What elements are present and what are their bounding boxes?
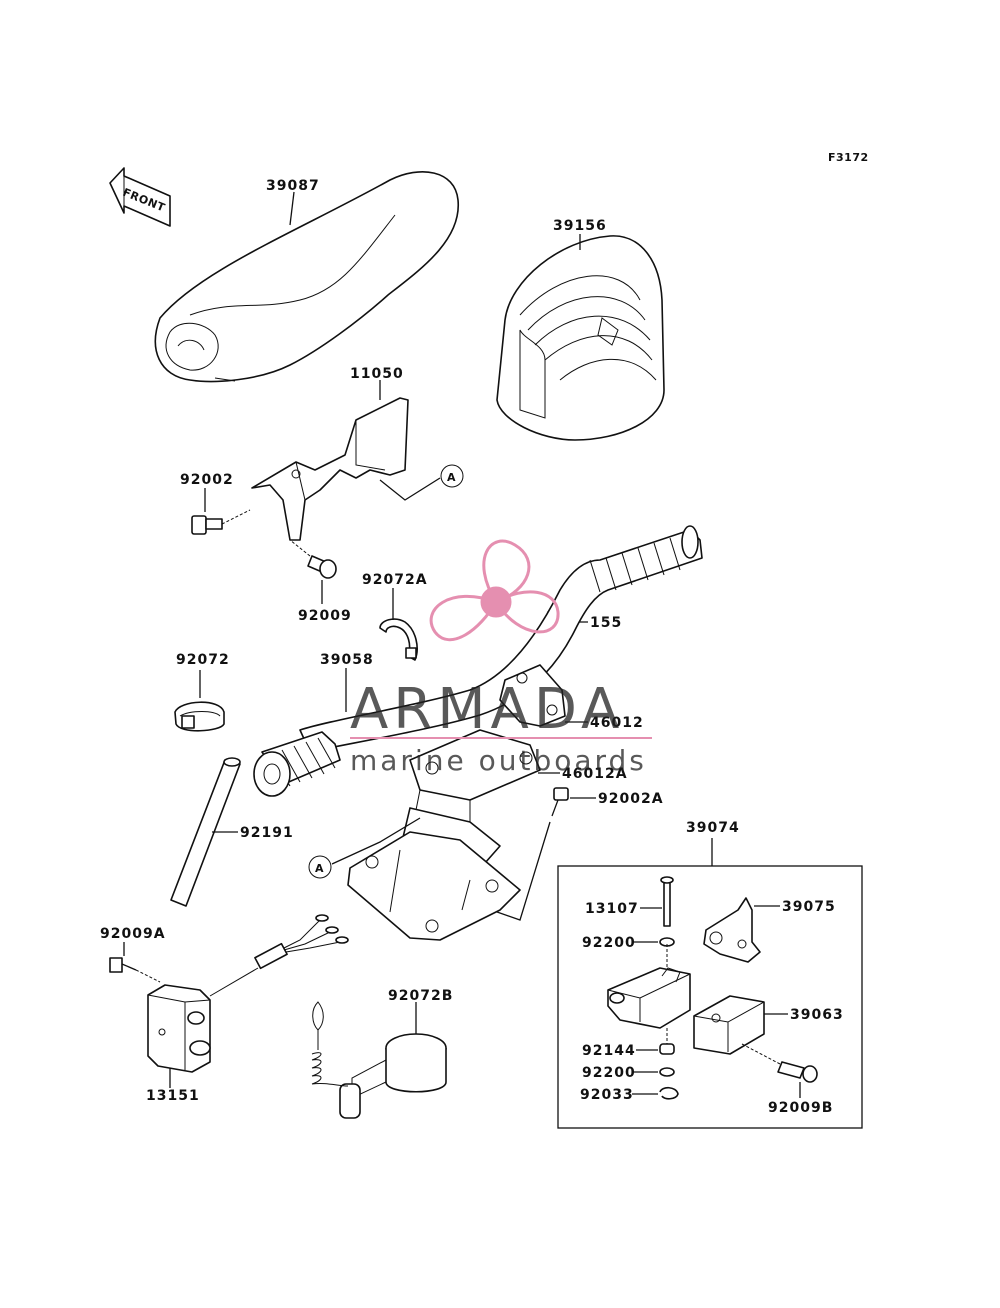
part-lanyard-cord (311, 1001, 349, 1087)
callout-a-circle-lower (308, 855, 332, 879)
label-39063: 39063 (790, 1007, 844, 1023)
part-13151-switch (147, 984, 211, 1073)
part-92033-circlip (659, 1086, 679, 1100)
label-92200-lower: 92200 (582, 1065, 636, 1081)
part-13151-wire-harness (209, 914, 349, 997)
callout-a-top: A (447, 471, 456, 484)
inset-box-39074 (557, 865, 863, 1129)
label-13107: 13107 (585, 901, 639, 917)
callout-a-circle (440, 464, 464, 488)
part-92002-bolt (191, 515, 223, 535)
part-92009a-screw (109, 957, 137, 973)
part-92072b-clamp (339, 1033, 447, 1119)
part-92002a-bolt (551, 787, 569, 817)
part-39058-handlebar (253, 525, 703, 797)
label-39058: 39058 (320, 652, 374, 668)
label-92033: 92033 (580, 1087, 634, 1103)
part-steering-post-base (347, 807, 521, 941)
label-92072a: 92072A (362, 572, 428, 588)
part-92072a-clamp (379, 618, 418, 661)
part-92009b-screw (777, 1061, 818, 1083)
part-92191-tube (170, 757, 241, 907)
part-92009-screw (307, 555, 337, 579)
front-arrow-icon: FRONT (109, 167, 171, 227)
part-46012-holder (499, 664, 566, 727)
label-92191: 92191 (240, 825, 294, 841)
part-11050-bracket (251, 397, 409, 541)
part-39156-cover-boot (496, 235, 665, 441)
label-92009a: 92009A (100, 926, 166, 942)
part-92144-spring (659, 1043, 675, 1055)
propeller-logo-icon (429, 539, 560, 642)
label-92200-upper: 92200 (582, 935, 636, 951)
part-13107-pin (660, 876, 674, 927)
label-39156: 39156 (553, 218, 607, 234)
callout-a-bottom: A (315, 862, 324, 875)
label-155: 155 (590, 615, 622, 631)
label-92072: 92072 (176, 652, 230, 668)
label-92072b: 92072B (388, 988, 453, 1004)
label-13151: 13151 (146, 1088, 200, 1104)
part-lever-holder-block (607, 967, 691, 1029)
label-92144: 92144 (582, 1043, 636, 1059)
label-39087: 39087 (266, 178, 320, 194)
label-92002: 92002 (180, 472, 234, 488)
label-92009: 92009 (298, 608, 352, 624)
part-39087-handlebar-pad (154, 171, 459, 383)
label-92009b: 92009B (768, 1100, 833, 1116)
label-11050: 11050 (350, 366, 404, 382)
label-46012: 46012 (590, 715, 644, 731)
armada-watermark: ARMADA marine outboards (350, 539, 652, 777)
figure-code: F3172 (828, 151, 869, 164)
label-39075: 39075 (782, 899, 836, 915)
watermark-tagline: marine outboards (350, 744, 647, 777)
part-92200-washer-lower (659, 1067, 675, 1077)
label-39074: 39074 (686, 820, 740, 836)
part-39063-spacer (693, 995, 765, 1055)
watermark-brand: ARMADA (350, 677, 624, 742)
part-39075-lever (703, 897, 761, 963)
label-92002a: 92002A (598, 791, 664, 807)
part-92072-clamp (174, 701, 225, 732)
label-46012a: 46012A (562, 766, 628, 782)
